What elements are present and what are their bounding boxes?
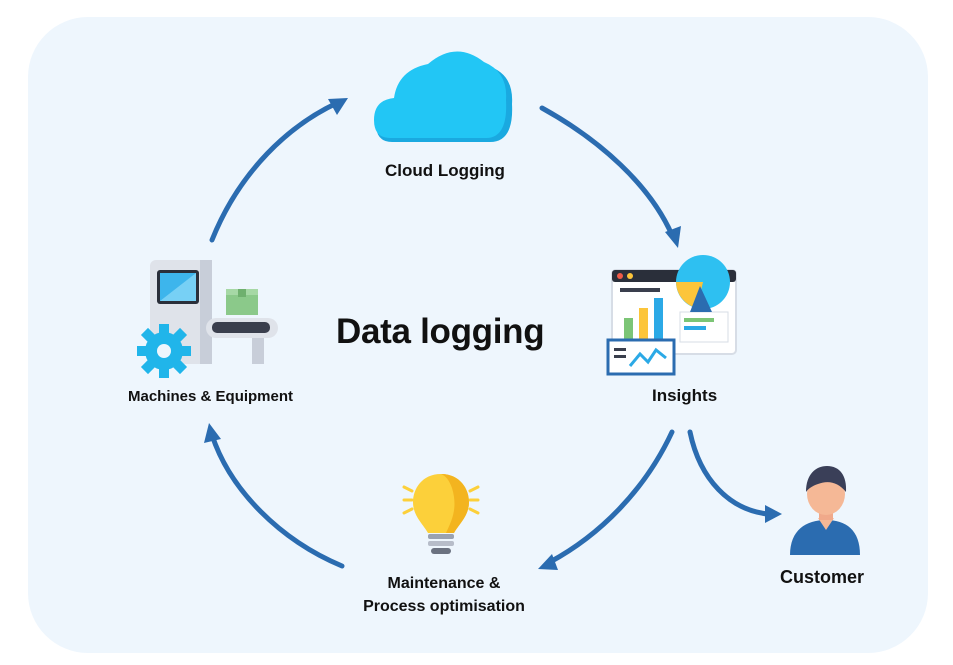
- machine-conveyor-icon: [137, 260, 278, 378]
- machines-equipment-label: Machines & Equipment: [128, 388, 294, 405]
- lightbulb-icon: [402, 474, 480, 554]
- dashboard-chart-icon: [606, 255, 737, 376]
- arrow-maintenance-to-machines: [209, 432, 345, 569]
- arrow-machines-to-cloud: [209, 100, 340, 243]
- person-icon: [790, 466, 860, 555]
- cloud-icon: [374, 51, 513, 143]
- diagram-title: Data logging: [336, 312, 545, 351]
- insights-label: Insights: [652, 386, 718, 405]
- customer-label: Customer: [780, 567, 865, 587]
- gear-icon: [137, 324, 191, 378]
- arrow-insights-to-customer: [687, 429, 771, 517]
- arrow-cloud-to-insights: [539, 105, 675, 238]
- arrow-insights-to-maintenance: [547, 429, 675, 565]
- maintenance-label: Maintenance & Process optimisation: [347, 572, 541, 618]
- maintenance-label-line2: Process optimisation: [363, 598, 525, 615]
- maintenance-label-line1: Maintenance &: [387, 575, 501, 592]
- cloud-logging-label: Cloud Logging: [385, 161, 505, 180]
